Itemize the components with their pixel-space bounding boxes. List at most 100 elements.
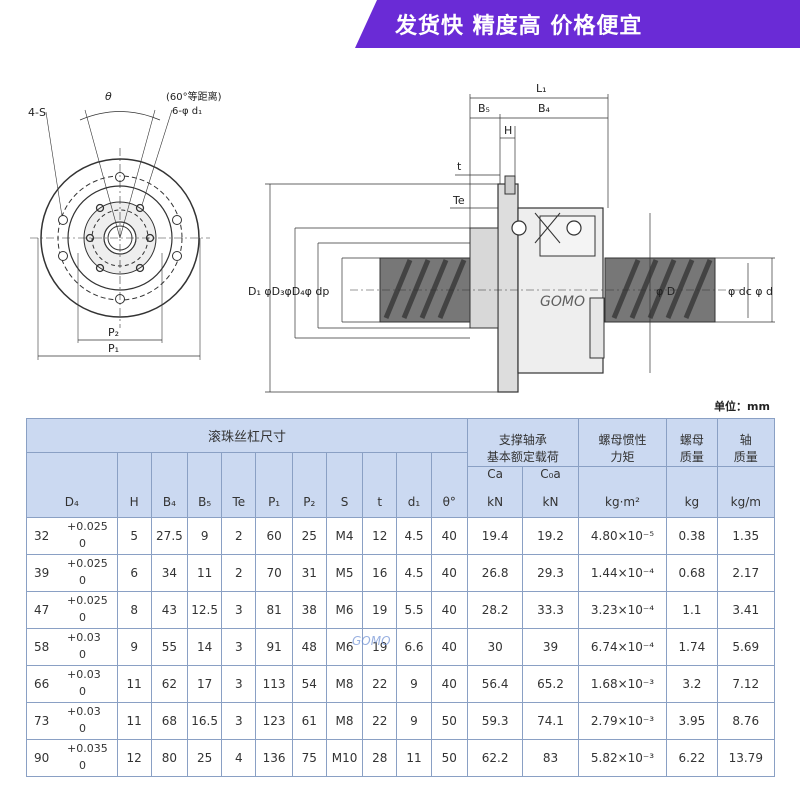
- col-b4: B₄: [150, 452, 189, 518]
- promo-banner: [355, 0, 800, 48]
- cell-coa: 19.2: [522, 517, 579, 555]
- cell-s: M6: [325, 591, 364, 629]
- cell-d4-tol-l: 0: [79, 574, 86, 587]
- cell-p2: 61: [291, 702, 327, 740]
- cell-shaft-mass: 8.76: [716, 702, 776, 740]
- cell-d4-tol-u: +0.035: [67, 742, 108, 755]
- four-s-label: 4-S: [28, 106, 46, 119]
- technical-drawing: θ 4-S (60°等距离) 6-φ d₁ P₂ P₁: [28, 82, 775, 393]
- cell-d4-base: 73: [34, 714, 50, 728]
- cell-ca: 30: [466, 628, 524, 666]
- cell-t: 19: [362, 591, 398, 629]
- front-view: [30, 109, 210, 360]
- cell-s: M4: [325, 517, 364, 555]
- cell-s: M8: [325, 702, 364, 740]
- cell-p2: 54: [291, 665, 327, 703]
- cell-p1: 123: [255, 702, 293, 740]
- cell-d4-tol-l: 0: [79, 648, 86, 661]
- te-label: Te: [452, 194, 465, 207]
- cell-p1: 91: [255, 628, 293, 666]
- cell-p1: 136: [255, 739, 293, 777]
- cell-inertia: 4.80×10⁻⁵: [577, 517, 668, 555]
- cell-h: 11: [116, 665, 152, 703]
- cell-te: 3: [221, 702, 257, 740]
- six-d1-label: 6-φ d₁: [172, 106, 202, 117]
- cell-p2: 38: [291, 591, 327, 629]
- col-t: t: [362, 452, 398, 518]
- cell-p1: 60: [255, 517, 293, 555]
- cell-nut-mass: 0.38: [666, 517, 718, 555]
- cell-shaft-mass: 13.79: [716, 739, 776, 777]
- cell-d4-tol-u: +0.03: [67, 631, 101, 644]
- cell-p1: 70: [255, 554, 293, 592]
- cell-h: 8: [116, 591, 152, 629]
- cell-d1: 4.5: [396, 517, 432, 555]
- cell-d4-tol-u: +0.025: [67, 557, 108, 570]
- cell-b4: 80: [150, 739, 189, 777]
- cell-b4: 43: [150, 591, 189, 629]
- cell-coa: 74.1: [522, 702, 579, 740]
- cell-b5: 16.5: [187, 702, 223, 740]
- cell-te: 3: [221, 628, 257, 666]
- cell-t: 22: [362, 665, 398, 703]
- cell-shaft-mass: 3.41: [716, 591, 776, 629]
- cell-inertia: 6.74×10⁻⁴: [577, 628, 668, 666]
- cell-b5: 11: [187, 554, 223, 592]
- cell-theta: 40: [430, 665, 468, 703]
- cell-nut-mass: 3.95: [666, 702, 718, 740]
- cell-inertia: 3.23×10⁻⁴: [577, 591, 668, 629]
- cell-nut-mass: 1.74: [666, 628, 718, 666]
- cell-b5: 9: [187, 517, 223, 555]
- cell-coa: 29.3: [522, 554, 579, 592]
- cell-ca: 26.8: [466, 554, 524, 592]
- inertia-title: 螺母惯性 力矩: [577, 418, 668, 467]
- cell-d4-tol-l: 0: [79, 722, 86, 735]
- cell-d1: 9: [396, 702, 432, 740]
- cell-te: 3: [221, 591, 257, 629]
- col-h: H: [116, 452, 152, 518]
- cell-theta: 40: [430, 517, 468, 555]
- l1-label: L₁: [536, 82, 547, 95]
- promo-banner-text: 发货快 精度高 价格便宜: [395, 14, 643, 39]
- cell-h: 5: [116, 517, 152, 555]
- cell-inertia: 2.79×10⁻³: [577, 702, 668, 740]
- col-d4: D₄: [26, 452, 118, 518]
- group-title: 滚珠丝杠尺寸: [26, 418, 468, 453]
- cell-p2: 75: [291, 739, 327, 777]
- col-shaft-mass-unit: kg/m: [716, 466, 776, 518]
- col-coa: C₀a kN: [522, 466, 579, 518]
- cell-ca: 56.4: [466, 665, 524, 703]
- col-coa-label: C₀a: [540, 467, 561, 481]
- cell-h: 12: [116, 739, 152, 777]
- cell-t: 22: [362, 702, 398, 740]
- cell-inertia: 1.44×10⁻⁴: [577, 554, 668, 592]
- cell-p2: 31: [291, 554, 327, 592]
- cell-nut-mass: 0.68: [666, 554, 718, 592]
- cell-theta: 40: [430, 591, 468, 629]
- cell-ca: 28.2: [466, 591, 524, 629]
- right-diameter-labels: φ dc φ d: [728, 285, 773, 298]
- unit-label: 单位：mm: [714, 400, 770, 413]
- p1-label: P₁: [108, 342, 119, 355]
- cell-shaft-mass: 7.12: [716, 665, 776, 703]
- cell-h: 6: [116, 554, 152, 592]
- cell-s: M8: [325, 665, 364, 703]
- cell-b5: 12.5: [187, 591, 223, 629]
- col-inertia-unit: kg·m²: [577, 466, 668, 518]
- col-coa-unit: kN: [542, 495, 559, 509]
- cell-b5: 25: [187, 739, 223, 777]
- side-view: [265, 94, 775, 393]
- cell-d4-base: 47: [34, 603, 50, 617]
- cell-t: 28: [362, 739, 398, 777]
- cell-d4-base: 58: [34, 640, 50, 654]
- cell-b4: 68: [150, 702, 189, 740]
